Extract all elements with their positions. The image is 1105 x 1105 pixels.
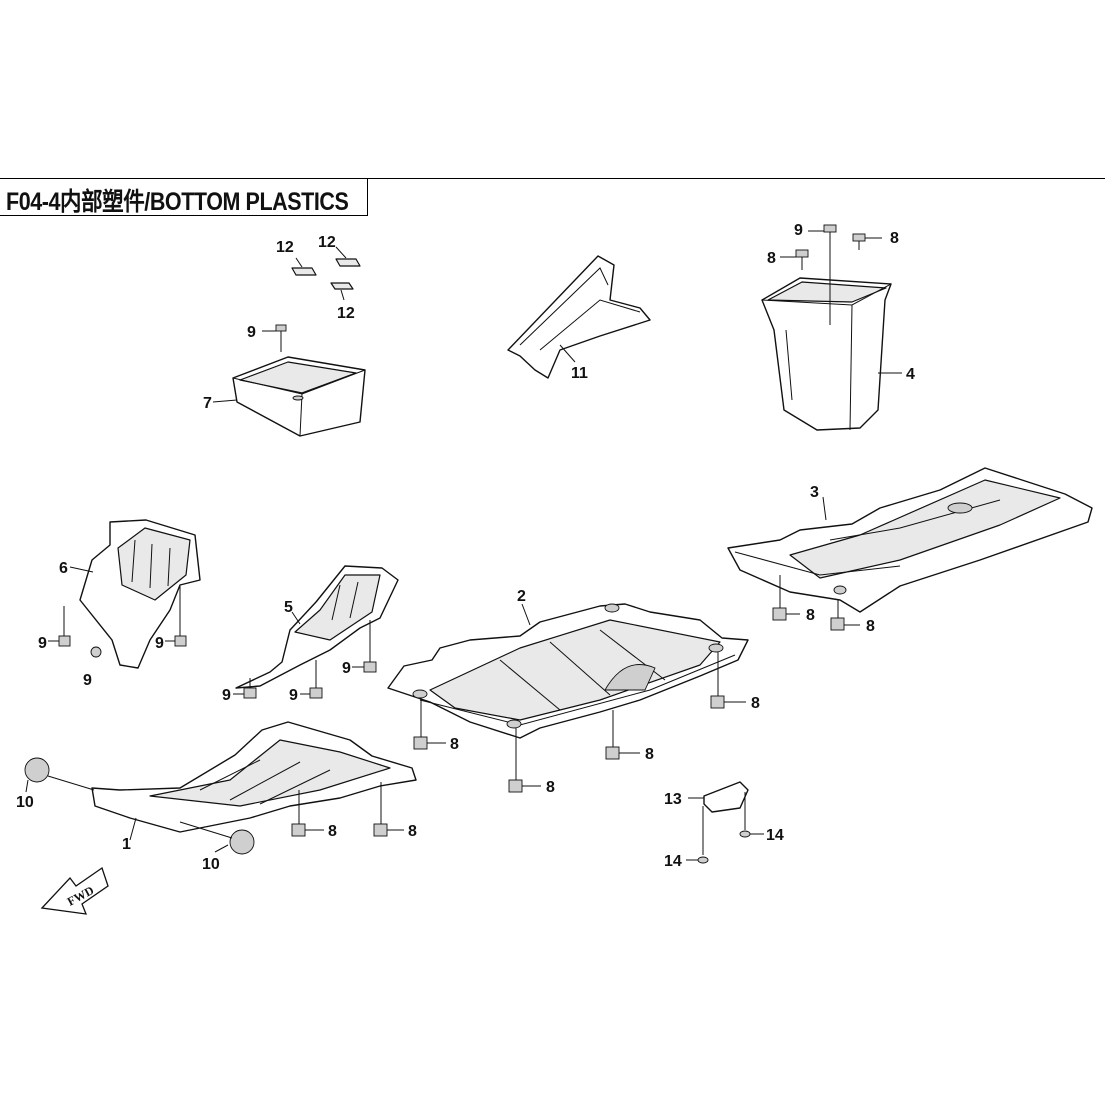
callout-9: 9 — [222, 687, 231, 704]
part-13-clip — [686, 781, 764, 864]
part-6-side-guard — [48, 519, 201, 669]
callout-12: 12 — [276, 239, 294, 256]
callout-8: 8 — [890, 230, 899, 247]
callout-4: 4 — [906, 366, 915, 383]
callout-8: 8 — [546, 779, 555, 796]
part-7-storage-tray — [212, 324, 366, 437]
part-5-center-guard — [233, 565, 399, 699]
callout-11: 11 — [571, 365, 588, 382]
callout-12: 12 — [337, 305, 355, 322]
callout-2: 2 — [517, 588, 526, 605]
callout-9: 9 — [342, 660, 351, 677]
callout-10: 10 — [16, 794, 34, 811]
callout-1: 1 — [122, 836, 131, 853]
callout-14: 14 — [766, 827, 784, 844]
header-rule — [0, 178, 1105, 179]
part-12-pads — [291, 246, 361, 301]
callout-14: 14 — [664, 853, 682, 870]
callout-8: 8 — [328, 823, 337, 840]
part-2-skid-plate — [387, 603, 749, 793]
callout-8: 8 — [645, 746, 654, 763]
callout-8: 8 — [751, 695, 760, 712]
diagram-title: F04-4内部塑件/BOTTOM PLASTICS — [6, 188, 349, 216]
callout-8: 8 — [408, 823, 417, 840]
title-box: F04-4内部塑件/BOTTOM PLASTICS — [0, 178, 368, 216]
part-4-storage-bin — [761, 224, 902, 431]
callout-9: 9 — [155, 635, 164, 652]
part-11-bracket — [507, 255, 651, 379]
part-1-front-skid — [24, 721, 417, 855]
callout-9: 9 — [289, 687, 298, 704]
callout-9: 9 — [247, 324, 256, 341]
callout-5: 5 — [284, 599, 293, 616]
callout-6: 6 — [59, 560, 68, 577]
callout-8: 8 — [806, 607, 815, 624]
callout-8: 8 — [866, 618, 875, 635]
callout-8: 8 — [450, 736, 459, 753]
callout-9: 9 — [38, 635, 47, 652]
callout-7: 7 — [203, 395, 212, 412]
callout-3: 3 — [810, 484, 819, 501]
callout-12: 12 — [318, 234, 336, 251]
callout-10: 10 — [202, 856, 220, 873]
callout-13: 13 — [664, 791, 682, 808]
fwd-direction-arrow: FWD — [40, 866, 109, 915]
callout-9: 9 — [794, 222, 803, 239]
part-3-floor-panel — [727, 467, 1093, 631]
callout-9: 9 — [83, 672, 92, 689]
callout-labels: 12 12 12 9 7 11 9 8 8 4 3 8 8 6 9 9 9 5 … — [16, 222, 915, 873]
callout-8: 8 — [767, 250, 776, 267]
